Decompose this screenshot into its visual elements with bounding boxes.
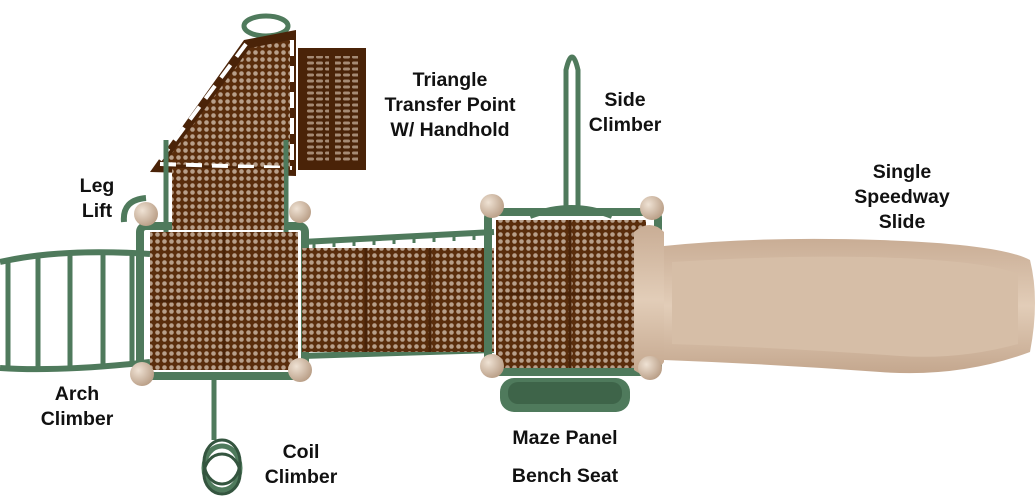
label-line: W/ Handhold (366, 118, 534, 143)
handhold-panel (298, 48, 366, 170)
label-coil-climber: Coil Climber (246, 440, 356, 490)
label-line: Leg (62, 174, 132, 199)
label-line: Single (838, 160, 966, 185)
label-leg-lift: Leg Lift (62, 174, 132, 224)
label-line: Climber (22, 407, 132, 432)
post-cap (289, 201, 311, 223)
label-side-climber: Side Climber (570, 88, 680, 138)
label-maze-panel: Maze Panel (490, 426, 640, 451)
slide-hood (634, 225, 664, 375)
post-cap (288, 358, 312, 382)
label-line: Arch (22, 382, 132, 407)
label-line: Lift (62, 199, 132, 224)
bridge-walkway (302, 232, 494, 356)
label-line: Side (570, 88, 680, 113)
label-single-speedway-slide: Single Speedway Slide (838, 160, 966, 235)
label-arch-climber: Arch Climber (22, 382, 132, 432)
label-line: Triangle (366, 68, 534, 93)
label-bench-seat: Bench Seat (490, 464, 640, 489)
label-line: Maze Panel (490, 426, 640, 451)
label-line: Coil (246, 440, 356, 465)
post-cap (640, 196, 664, 220)
label-triangle-transfer-point: Triangle Transfer Point W/ Handhold (366, 68, 534, 143)
label-line: Climber (570, 113, 680, 138)
post-cap (638, 356, 662, 380)
label-line: Speedway (838, 185, 966, 210)
label-line: Slide (838, 210, 966, 235)
post-cap (130, 362, 154, 386)
label-line: Climber (246, 465, 356, 490)
label-line: Bench Seat (490, 464, 640, 489)
label-line: Transfer Point (366, 93, 534, 118)
post-cap (480, 194, 504, 218)
post-cap (134, 202, 158, 226)
arch-climber (0, 252, 150, 369)
triangle-transfer-point (150, 16, 296, 232)
coil-climber (204, 374, 240, 494)
maze-panel-bench-seat (500, 378, 630, 412)
post-cap (480, 354, 504, 378)
